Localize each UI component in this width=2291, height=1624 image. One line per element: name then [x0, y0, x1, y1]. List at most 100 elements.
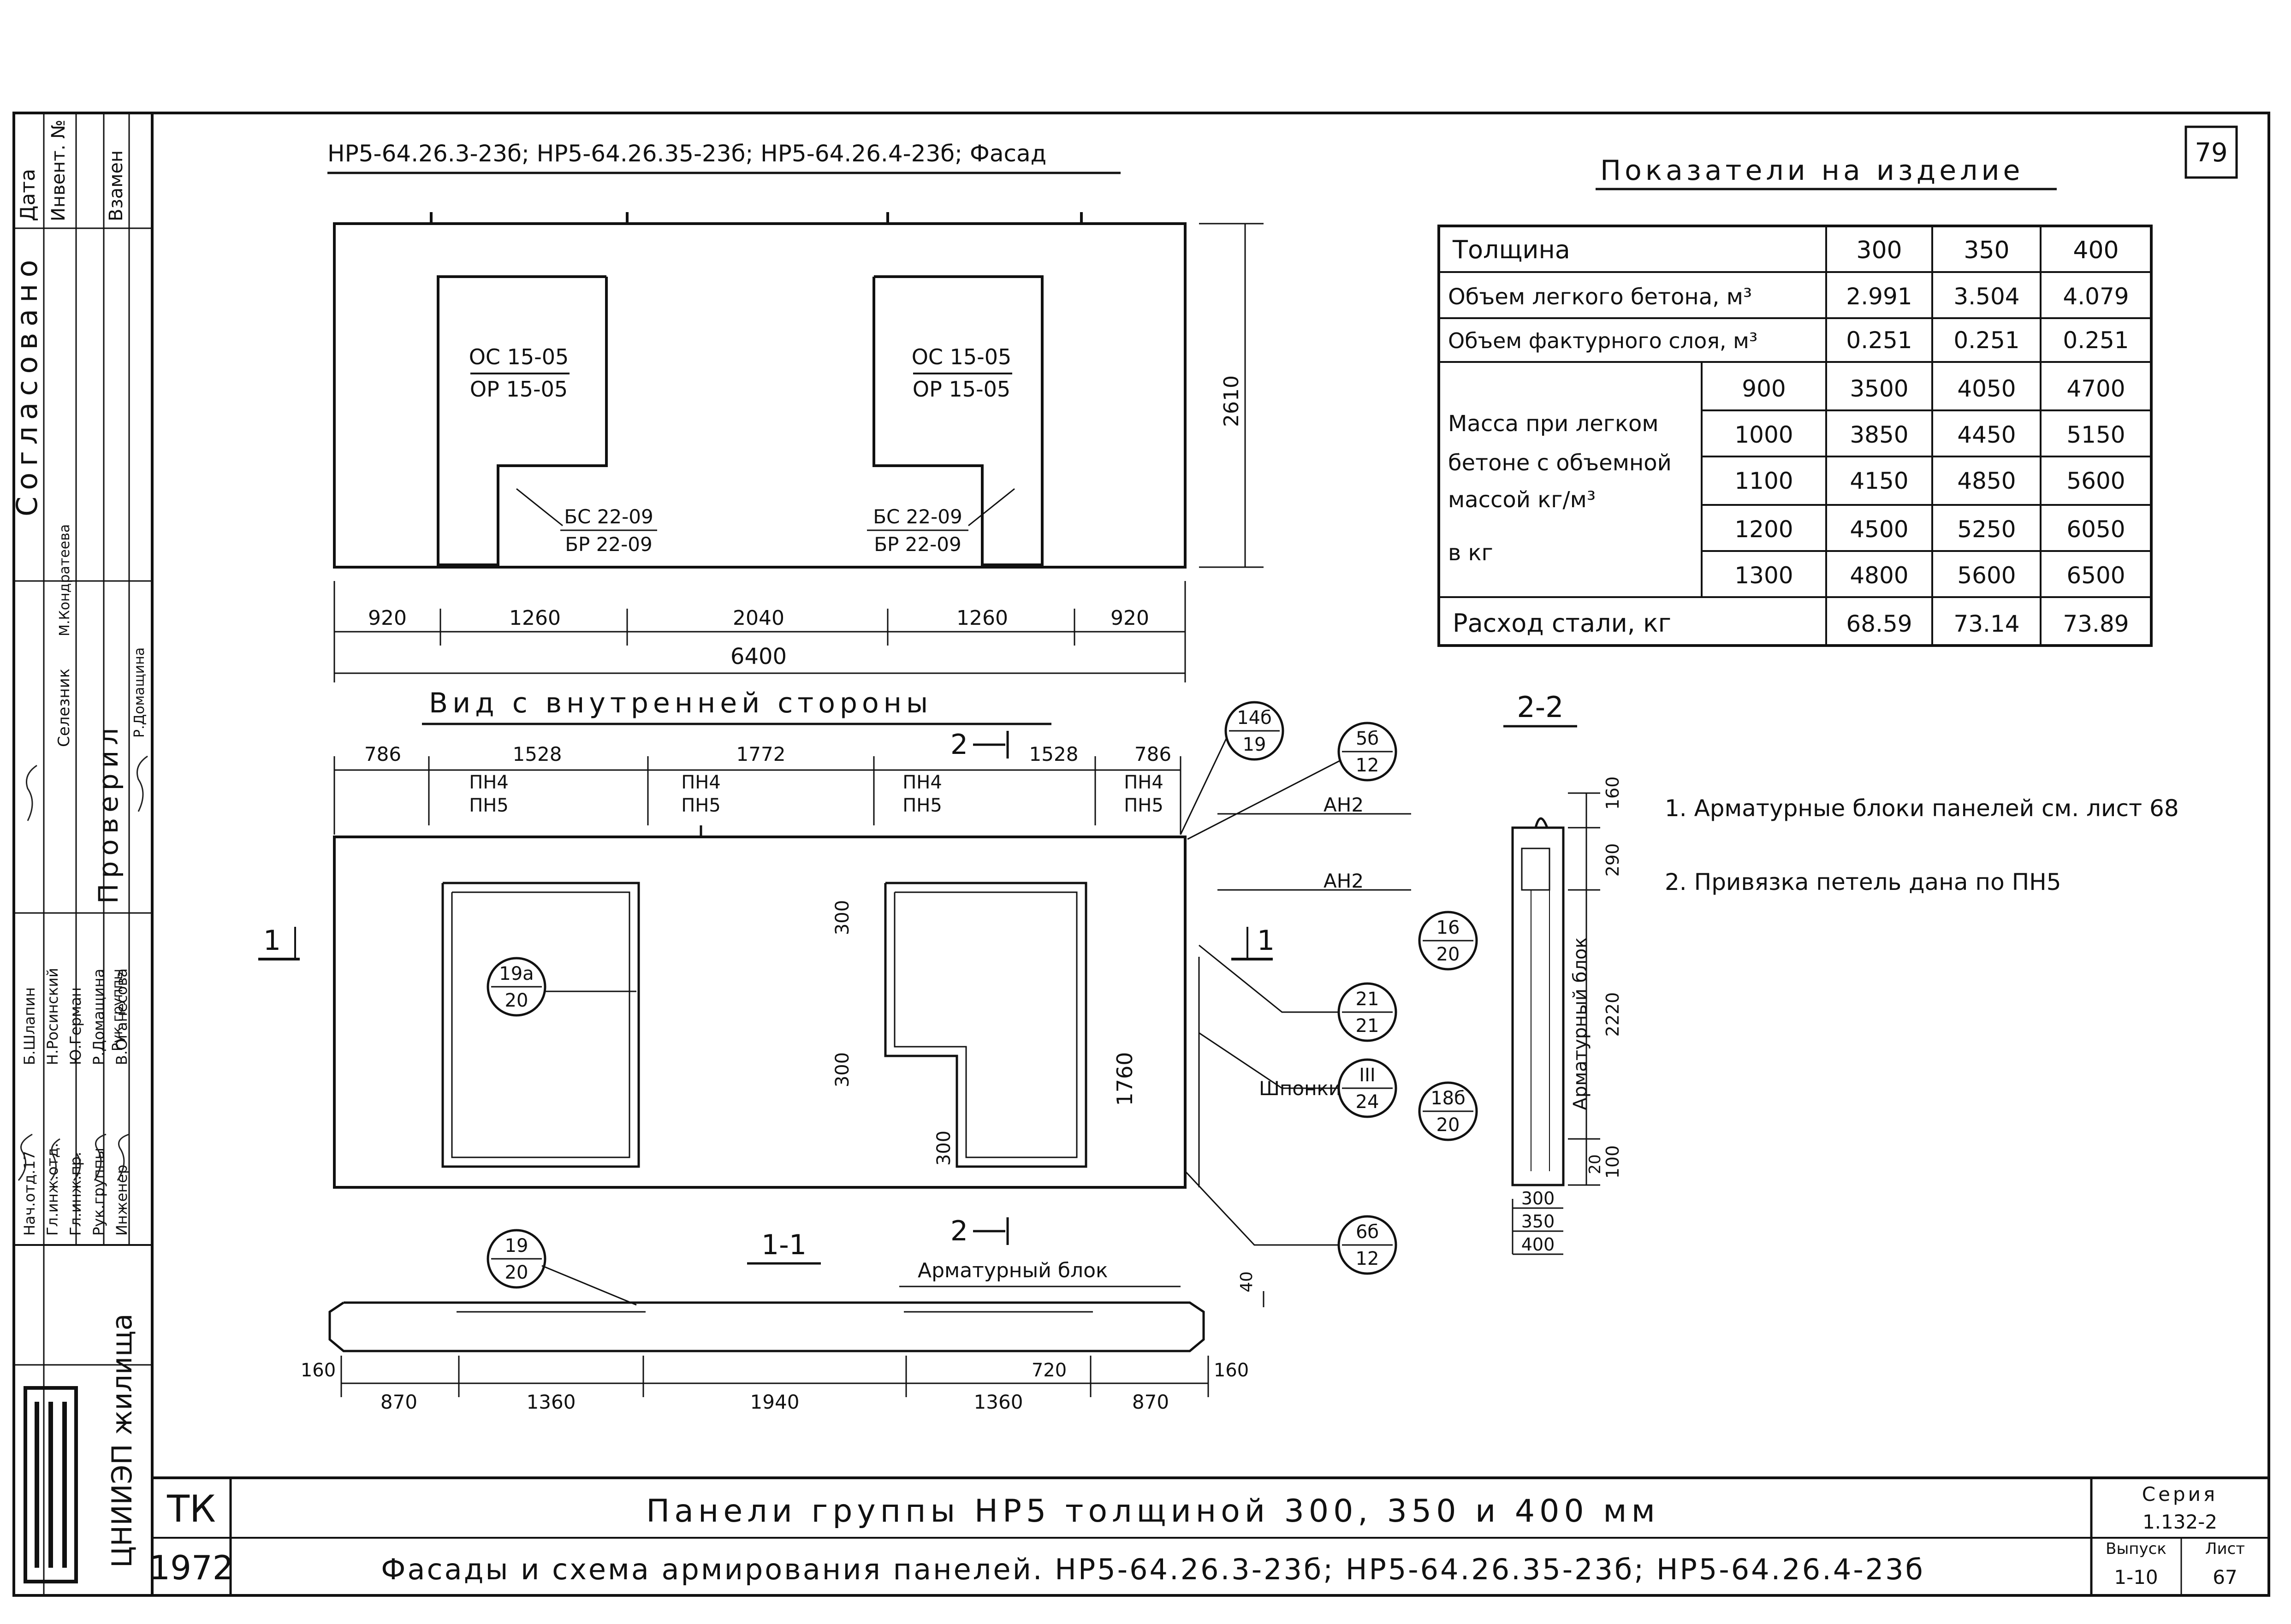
section-1-1-dim-4: 1360 [974, 1391, 1023, 1413]
mass-label-2: бетоне с объемной [1448, 450, 1672, 476]
inner-view-title: Вид с внутренней стороны [429, 687, 932, 719]
mass-row-4-value-1: 4500 [1850, 516, 1908, 543]
mass-row-1-value-1: 3500 [1850, 375, 1908, 402]
mass-row-3-value-3: 5600 [2066, 468, 2125, 494]
section-1-1-dim-1: 870 [380, 1391, 417, 1413]
section-2-2-dim-3: 2220 [1603, 992, 1623, 1037]
stamp-name-1: Б.Шлапин [21, 987, 38, 1065]
table-row-2-value-2: 0.251 [1953, 327, 2019, 354]
title-sheet: 67 [2213, 1566, 2237, 1588]
mass-row-3-value-1: 4150 [1850, 468, 1908, 494]
side-stamp [14, 113, 152, 1595]
signature-2 [50, 1138, 60, 1181]
section-2-mark-bottom: 2 [950, 1215, 968, 1247]
mass-label-3: массой кг/м³ [1448, 487, 1596, 513]
callout-group [487, 701, 1478, 1289]
mass-row-1-value-3: 4700 [2066, 375, 2125, 402]
loop-3-top: ПН4 [902, 772, 942, 793]
signature-1 [18, 1133, 33, 1181]
steel-label: Расход стали, кг [1453, 609, 1671, 638]
mass-row-1-value-2: 4050 [1957, 375, 2016, 402]
mass-row-2-value-2: 4450 [1957, 421, 2016, 448]
facade-dim-5: 920 [1110, 606, 1149, 630]
window-1-top-label: ОС 15-05 [469, 344, 569, 369]
facade-window-1: ОС 15-05 ОР 15-05 [469, 344, 570, 402]
armature-block-label: Арматурный блок [918, 1259, 1108, 1282]
callout-6-top: 6б [1356, 1221, 1379, 1243]
page-number-box [2184, 125, 2238, 179]
section-1-1-top: 40 [1237, 1271, 1256, 1292]
callout-circle-9 [1418, 1081, 1478, 1141]
mass-row-3-value-2: 4850 [1957, 468, 2016, 494]
facade-title: НР5-64.26.3-23б; НР5-64.26.35-23б; НР5-6… [327, 140, 1046, 167]
table-row-2-value-3: 0.251 [2063, 327, 2129, 354]
loop-4-top: ПН4 [1124, 772, 1163, 793]
shponki-label: Шпонки [1259, 1077, 1341, 1100]
section-2-2-dim-4: 100 [1603, 1145, 1623, 1179]
steel-value-3: 73.89 [2063, 610, 2129, 637]
title-issue-label: Выпуск [2106, 1540, 2166, 1558]
indicators-table [1437, 225, 2153, 647]
stamp-role-3: Гл.инж.пр. [67, 1152, 84, 1236]
loop-2-bottom: ПН5 [681, 795, 721, 816]
mass-label-1: Масса при легком [1448, 411, 1659, 437]
stamp-checker-1: Селезник [55, 669, 73, 747]
section-1-1-profile [328, 1291, 1264, 1352]
inner-dim-5: 786 [1134, 743, 1171, 765]
callout-5-bottom: 24 [1356, 1091, 1379, 1113]
section-1-mark-right: 1 [1257, 925, 1275, 957]
window-2-top-label: ОС 15-05 [912, 344, 1012, 369]
table-header-300: 300 [1856, 237, 1902, 264]
title-sheet-label: Лист [2205, 1540, 2245, 1558]
callout-1-bottom: 19 [1243, 734, 1266, 755]
door-1-bottom-label: БР 22-09 [565, 533, 653, 556]
callout-6-bottom: 12 [1356, 1248, 1379, 1269]
callout-7-bottom: 20 [505, 1262, 528, 1283]
stamp-inv: Инвент. № [48, 119, 69, 221]
signatures [18, 755, 148, 1181]
ah2-label-1: АН2 [1324, 794, 1364, 816]
loop-markers: ПН4 ПН5 ПН4 ПН5 ПН4 ПН5 ПН4 ПН5 [469, 772, 1163, 816]
facade-dim-2: 1260 [509, 606, 561, 630]
section-2-2-thickness-1: 300 [1521, 1188, 1555, 1209]
inner-offset-1: 300 [832, 900, 853, 935]
mass-row-4-value-2: 5250 [1957, 516, 2016, 543]
section-2-2-dim-5: 20 [1586, 1154, 1604, 1174]
mass-row-2-value-3: 5150 [2066, 421, 2125, 448]
section-1-1-side-left: 160 [301, 1360, 336, 1381]
stamp-agreed: Согласовано [10, 254, 44, 516]
mass-density-5: 1300 [1734, 562, 1793, 589]
inner-offset-2: 300 [832, 1052, 853, 1087]
stamp-replace: Взамен [106, 150, 127, 221]
table-row-1-value-2: 3.504 [1953, 283, 2019, 310]
section-1-1-inner: 720 [1032, 1360, 1067, 1381]
mass-density-4: 1200 [1734, 516, 1793, 543]
mass-row-2-value-1: 3850 [1850, 421, 1908, 448]
callout-circle-2 [1337, 722, 1397, 782]
stamp-role-2: Гл.инж.отд. [44, 1143, 61, 1236]
sheet-frame [12, 112, 2270, 1597]
leader-lines [541, 737, 1411, 1306]
loop-1-bottom: ПН5 [469, 795, 509, 816]
title-issue: 1-10 [2114, 1566, 2158, 1588]
org-logo [24, 1386, 78, 1583]
callout-8-top: 16 [1436, 917, 1460, 938]
section-1-1-dim-5: 870 [1132, 1391, 1169, 1413]
facade-dim-3: 2040 [733, 606, 784, 630]
loop-1-top: ПН4 [469, 772, 509, 793]
window-2-bottom-label: ОР 15-05 [913, 377, 1010, 402]
facade-window-2: ОС 15-05 ОР 15-05 [912, 344, 1012, 402]
door-2-bottom-label: БР 22-09 [874, 533, 962, 556]
table-row-1-value-1: 2.991 [1846, 283, 1912, 310]
inner-dim-4: 1528 [1029, 743, 1079, 765]
facade-door-2: БС 22-09 БР 22-09 [867, 488, 1015, 556]
stamp-name-2: Н.Росинский [44, 968, 61, 1065]
stamp-roles: Нач.отд.17 Гл.инж.отд. Гл.инж.пр. Рук.гр… [21, 968, 131, 1236]
stamp-role-1: Нач.отд.17 [21, 1151, 38, 1236]
section-1-mark-left: 1 [263, 925, 281, 957]
facade-dim-height: 2610 [1220, 375, 1243, 427]
mass-row-5-value-3: 6500 [2066, 562, 2125, 589]
inner-offset-3: 300 [933, 1131, 955, 1166]
signature-7 [137, 755, 148, 812]
callout-4-bottom: 21 [1356, 1015, 1379, 1037]
